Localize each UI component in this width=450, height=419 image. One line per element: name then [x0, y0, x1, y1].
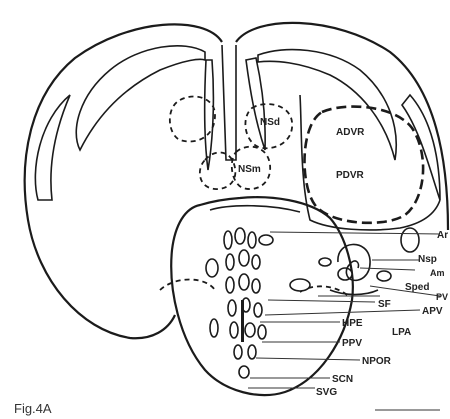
label-nsm: NSm [238, 164, 261, 175]
label-svg: SVG [316, 387, 337, 398]
label-pdvr: PDVR [336, 170, 365, 181]
label-ar: Ar [437, 230, 448, 241]
label-nsp: Nsp [418, 254, 437, 265]
ventricle-crescents [35, 46, 440, 200]
label-hpe: HPE [342, 318, 363, 329]
label-apv: APV [422, 306, 443, 317]
hemisphere-outline [25, 23, 448, 338]
figure-caption: Fig.4A [14, 401, 52, 416]
label-ppv: PPV [342, 338, 362, 349]
label-scn: SCN [332, 374, 353, 385]
label-lpa: LPA [392, 327, 411, 338]
label-advr: ADVR [336, 127, 365, 138]
label-nsd: NSd [260, 117, 280, 128]
label-npor: NPOR [362, 356, 392, 367]
label-sped: Sped [405, 282, 429, 293]
label-am: Am [430, 268, 445, 278]
label-pv: PV [436, 292, 448, 302]
label-sf: SF [378, 299, 391, 310]
